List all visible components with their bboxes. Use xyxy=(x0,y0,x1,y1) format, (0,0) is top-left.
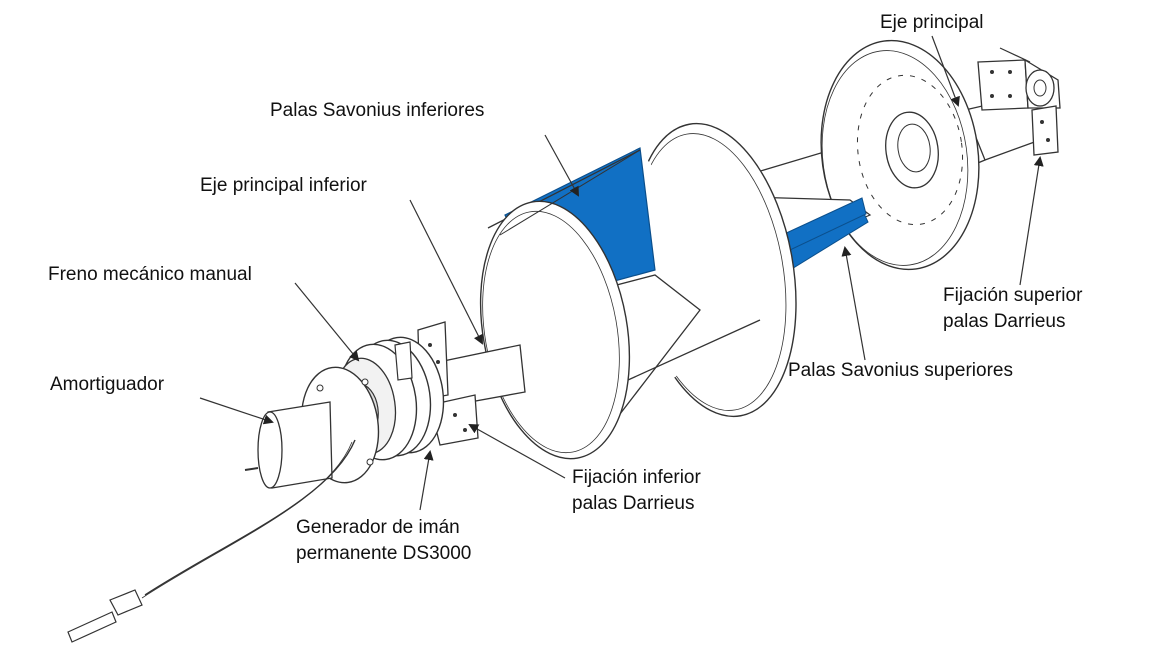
lower-disc xyxy=(479,149,641,460)
label-freno-mecanico-manual: Freno mecánico manual xyxy=(48,264,252,285)
label-eje-principal: Eje principal xyxy=(880,12,984,33)
label-palas-savonius-inferiores: Palas Savonius inferiores xyxy=(270,100,485,121)
damper xyxy=(244,401,333,489)
label-amortiguador: Amortiguador xyxy=(50,374,165,395)
label-fijacion-superior-darrieus: Fijación superior palas Darrieus xyxy=(943,285,1083,332)
callout-lines xyxy=(199,35,1044,511)
label-eje-principal-inferior: Eje principal inferior xyxy=(200,175,367,196)
brake-cable-lever xyxy=(67,439,356,643)
label-fijacion-inferior-darrieus: Fijación inferior palas Darrieus xyxy=(572,467,701,514)
label-generador-iman-permanente: Generador de imán permanente DS3000 xyxy=(296,517,472,564)
upper-darrieus-bracket xyxy=(977,47,1061,156)
label-palas-savonius-superiores: Palas Savonius superiores xyxy=(788,360,1013,381)
